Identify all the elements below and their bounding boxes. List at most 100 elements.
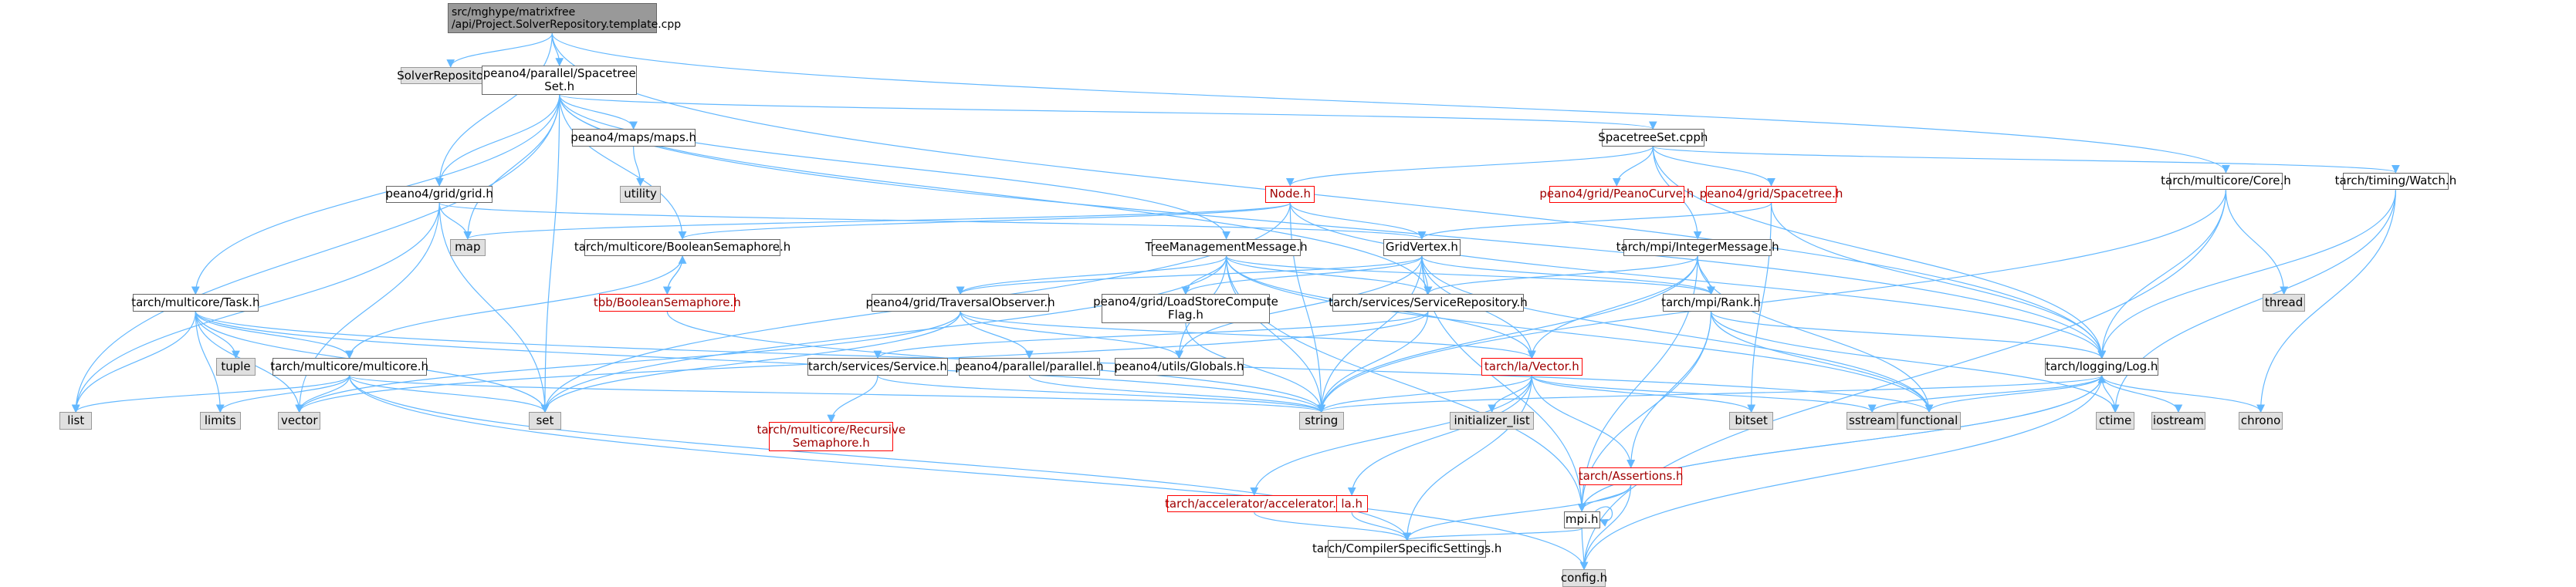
edge-gridvertex-to-functional — [1421, 256, 1934, 413]
graph-node-multicore[interactable]: tarch/multicore/multicore.h — [270, 358, 428, 376]
edge-root-to-spacetreeset_h — [551, 33, 564, 67]
edge-watch-to-log — [2097, 190, 2397, 359]
edge-spacetreeset_cpph-to-peanocurve — [1612, 146, 1654, 187]
edge-vectorh-to-compiler — [1403, 375, 1532, 541]
graph-node-lah[interactable]: la.h — [1335, 494, 1368, 513]
edge-service-to-string — [877, 375, 1325, 413]
graph-node-functional: functional — [1897, 412, 1961, 430]
graph-node-bitset: bitset — [1729, 412, 1774, 430]
graph-node-solverrepo: SolverRepository.h — [397, 66, 504, 85]
graph-node-vectorh[interactable]: tarch/la/Vector.h — [1481, 358, 1583, 376]
graph-node-boolsem[interactable]: tarch/multicore/BooleanSemaphore.h — [574, 238, 790, 257]
edge-service-to-recsem — [827, 375, 878, 423]
graph-node-log[interactable]: tarch/logging/Log.h — [2044, 358, 2159, 376]
graph-node-tuple: tuple — [216, 358, 256, 376]
edge-watch-to-chrono — [2256, 190, 2397, 413]
edge-gridh-to-map — [438, 203, 472, 240]
edge-gridvertex-to-globals — [1175, 256, 1423, 359]
graph-node-gridh[interactable]: peano4/grid/grid.h — [386, 185, 493, 204]
graph-node-label: map — [455, 240, 481, 255]
edge-treemgmt-to-servrepo — [1226, 255, 1433, 295]
edge-multicore-to-limits — [215, 375, 350, 413]
edge-intmsg-to-string — [1317, 256, 1698, 413]
graph-node-traversal[interactable]: peano4/grid/TraversalObserver.h — [866, 294, 1055, 312]
graph-node-grid-spacetree[interactable]: peano4/grid/Spacetree.h — [1700, 185, 1843, 204]
graph-node-label: chrono — [2240, 413, 2281, 427]
graph-node-label: tarch/services/ServiceRepository.h — [1329, 295, 1528, 310]
graph-node-intmsg[interactable]: tarch/mpi/IntegerMessage.h — [1616, 238, 1779, 257]
edge-multicore-to-config — [349, 375, 1589, 571]
graph-node-core[interactable]: tarch/multicore/Core.h — [2161, 172, 2291, 191]
graph-node-label: list — [67, 413, 85, 427]
edge-gridh-to-gridvertex — [438, 202, 1426, 240]
edge-task-to-string — [195, 311, 1325, 413]
graph-node-label: peano4/maps/maps.h — [570, 130, 697, 144]
graph-node-treemgmt[interactable]: TreeManagementMessage.h — [1146, 238, 1308, 257]
edge-parallelh-to-string — [1028, 375, 1325, 413]
graph-node-thread: thread — [2262, 294, 2306, 312]
graph-node-root[interactable]: src/mghype/matrixfree /api/Project.Solve… — [447, 2, 681, 34]
edge-assertions-to-compiler — [1403, 484, 1632, 541]
edge-multicore-to-vector — [295, 375, 350, 413]
edge-boolsem-to-multicore — [345, 256, 683, 359]
edge-spacetreeset_h-to-map — [463, 94, 560, 240]
graph-node-label: la.h — [1341, 496, 1363, 511]
edge-root-to-core — [551, 33, 2230, 174]
edge-spacetreeset_h-to-boolsem — [559, 94, 687, 240]
graph-node-label: tarch/multicore/multicore.h — [270, 359, 428, 374]
edge-traversal-to-globals — [960, 311, 1183, 359]
graph-node-label: tarch/timing/Watch.h — [2334, 174, 2457, 188]
edge-treemgmt-to-string — [1226, 256, 1326, 413]
edge-log-to-config — [1579, 375, 2103, 571]
graph-node-label: SolverRepository.h — [397, 68, 505, 83]
graph-node-node[interactable]: Node.h — [1265, 185, 1315, 204]
edge-spacetreeset_cpph-to-watch — [1652, 146, 2400, 174]
graph-node-label: peano4/parallel/parallel.h — [955, 359, 1104, 374]
graph-node-label: TreeManagementMessage.h — [1145, 240, 1308, 255]
graph-node-globals[interactable]: peano4/utils/Globals.h — [1115, 358, 1244, 376]
edge-spacetreeset_h-to-list — [71, 94, 560, 413]
graph-node-label: string — [1305, 413, 1339, 427]
graph-node-mpih[interactable]: mpi.h — [1563, 511, 1600, 529]
graph-node-accel[interactable]: tarch/accelerator/accelerator.h — [1165, 494, 1344, 513]
edge-mpih-to-mpih — [1595, 506, 1613, 527]
edge-gridvertex-to-traversal — [956, 255, 1423, 295]
graph-node-recsem[interactable]: tarch/multicore/Recursive Semaphore.h — [757, 422, 905, 452]
edge-traversal-to-set — [540, 311, 961, 413]
graph-node-spacetreeset-h[interactable]: peano4/parallel/Spacetree Set.h — [482, 65, 638, 95]
edge-rank-to-log — [1710, 311, 2106, 359]
edge-gridvertex-to-loadstore — [1181, 255, 1423, 295]
edge-node-to-gridvertex — [1289, 203, 1427, 240]
edge-log-to-sstream — [1867, 375, 2103, 413]
graph-node-initlist: initializer_list — [1450, 412, 1535, 430]
graph-node-compiler[interactable]: tarch/CompilerSpecificSettings.h — [1312, 540, 1501, 558]
graph-node-iostream: iostream — [2151, 412, 2205, 430]
graph-node-servrepo[interactable]: tarch/services/ServiceRepository.h — [1329, 294, 1528, 312]
edge-log-to-string — [1317, 375, 2103, 413]
graph-node-spacetreeset-cpph[interactable]: SpacetreeSet.cpph — [1598, 129, 1708, 147]
edge-mpih-to-log — [1581, 374, 2107, 511]
graph-node-peanocurve[interactable]: peano4/grid/PeanoCurve.h — [1539, 185, 1694, 204]
edge-core-to-log — [2097, 190, 2227, 359]
graph-node-mapsh[interactable]: peano4/maps/maps.h — [570, 129, 697, 147]
edge-spacetreeset_h-to-treemgmt — [559, 94, 1230, 240]
graph-node-watch[interactable]: tarch/timing/Watch.h — [2335, 172, 2456, 191]
graph-node-loadstore[interactable]: peano4/grid/LoadStoreCompute Flag.h — [1093, 294, 1278, 324]
graph-node-assertions[interactable]: tarch/Assertions.h — [1579, 467, 1684, 485]
edge-traversal-to-vectorh — [960, 311, 1536, 359]
edge-core-to-string — [1317, 190, 2227, 413]
graph-node-map: map — [449, 238, 486, 257]
graph-node-rank[interactable]: tarch/mpi/Rank.h — [1661, 294, 1761, 312]
edge-rank-to-ctime — [1710, 311, 2120, 413]
edge-assertions-to-config — [1579, 484, 1632, 571]
graph-node-task[interactable]: tarch/multicore/Task.h — [131, 294, 259, 312]
edge-intmsg-to-servrepo — [1423, 255, 1698, 295]
graph-node-service[interactable]: tarch/services/Service.h — [807, 358, 948, 376]
graph-node-label: SpacetreeSet.cpph — [1598, 130, 1708, 144]
graph-node-parallelh[interactable]: peano4/parallel/parallel.h — [955, 358, 1103, 376]
graph-node-tbbbool[interactable]: tbb/BooleanSemaphore.h — [594, 294, 741, 312]
graph-node-gridvertex[interactable]: GridVertex.h — [1383, 238, 1461, 257]
edge-vectorh-to-string — [1317, 375, 1532, 413]
graph-node-label: src/mghype/matrixfree /api/Project.Solve… — [451, 5, 682, 31]
graph-node-label: limits — [204, 413, 236, 427]
